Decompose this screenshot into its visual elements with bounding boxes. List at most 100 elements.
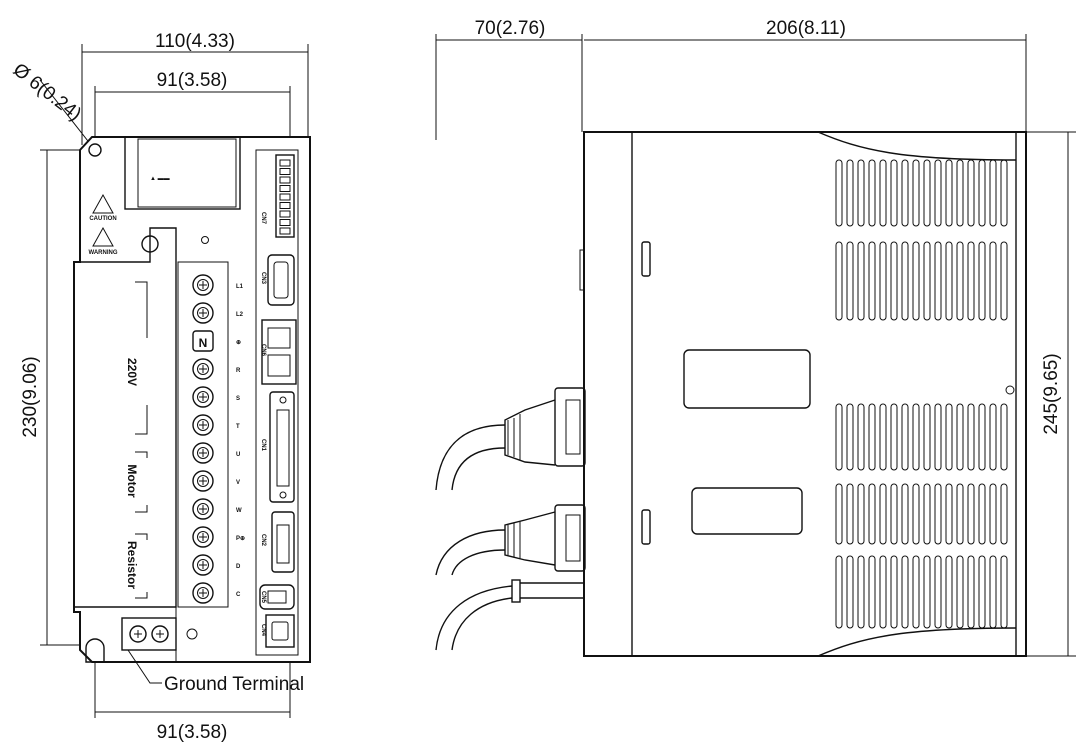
ground-screw-1 bbox=[129, 625, 147, 643]
vent-slot bbox=[912, 555, 920, 629]
side-screw bbox=[1005, 385, 1015, 395]
vent-slot bbox=[923, 159, 931, 227]
vent-slot bbox=[857, 241, 865, 321]
connector-label: CN1 bbox=[260, 439, 266, 452]
cn1-screw-bottom bbox=[279, 491, 287, 499]
side-label-window-1 bbox=[683, 349, 811, 409]
connector-label: CN4 bbox=[260, 624, 266, 637]
vent-slot bbox=[912, 241, 920, 321]
cn5-inner bbox=[267, 590, 287, 604]
terminal-label: T bbox=[236, 424, 240, 430]
cn2-connector bbox=[271, 511, 295, 573]
cable-2 bbox=[435, 504, 586, 576]
vent-slot bbox=[835, 403, 843, 471]
front-view: 110(4.33) 91(3.58) Ø 6(0.24) 230(9.06) bbox=[9, 31, 311, 743]
terminal-label: W bbox=[236, 508, 242, 514]
ground-screw-marks bbox=[134, 630, 164, 638]
resistor-bracket bbox=[135, 533, 148, 599]
cn7-pin bbox=[279, 185, 291, 192]
cable-3-wire-top bbox=[435, 585, 513, 651]
cn7-pin bbox=[279, 227, 291, 235]
rear-heatsink-edge bbox=[1015, 131, 1027, 657]
drive-front-body bbox=[73, 136, 311, 663]
vent-slot bbox=[901, 403, 909, 471]
top-label-area bbox=[124, 136, 241, 210]
cable-2-plug-inner bbox=[565, 514, 581, 562]
vent-slot bbox=[945, 159, 953, 227]
terminal-screw bbox=[192, 386, 214, 408]
logo-plate bbox=[137, 138, 237, 208]
vent-slot bbox=[956, 483, 964, 545]
vent-slot bbox=[879, 241, 887, 321]
vent-slot bbox=[835, 555, 843, 629]
terminal-label: P⊕ bbox=[236, 536, 245, 542]
cn7-pin bbox=[279, 168, 291, 175]
connector-label: CN2 bbox=[260, 534, 266, 547]
terminal-screw-slot bbox=[199, 393, 207, 401]
caution-icon bbox=[92, 193, 114, 214]
vent-slot bbox=[978, 241, 986, 321]
vent-slot bbox=[989, 555, 997, 629]
ground-symbol-icon bbox=[186, 628, 198, 640]
terminal-screw-head bbox=[197, 307, 209, 319]
depth-dimension-label: 206(8.11) bbox=[766, 18, 846, 39]
cable-1-plug bbox=[554, 387, 586, 467]
vent-slot bbox=[890, 555, 898, 629]
terminal-screw bbox=[192, 582, 214, 604]
vent-slot bbox=[857, 483, 865, 545]
terminal-screw bbox=[192, 302, 214, 324]
terminal-n bbox=[192, 330, 214, 352]
top-fin-curve bbox=[817, 131, 1017, 161]
terminal-screw-slot bbox=[199, 561, 207, 569]
mount-slot-bottom bbox=[85, 638, 105, 663]
height-dimension: 230(9.06) bbox=[20, 149, 95, 646]
depth-dimension: 206(8.11) bbox=[584, 18, 1027, 132]
terminal-screw bbox=[192, 442, 214, 464]
terminal-screw-head bbox=[197, 559, 209, 571]
svg-text:WARNING: WARNING bbox=[89, 250, 118, 256]
cn6-ports bbox=[267, 327, 291, 377]
vent-slot bbox=[857, 555, 865, 629]
mount-width-top-label: 91(3.58) bbox=[157, 70, 228, 91]
cn7-connector bbox=[275, 154, 295, 238]
ground-screw-2 bbox=[151, 625, 169, 643]
vent-slot bbox=[1000, 403, 1008, 471]
width-dimension: 110(4.33) bbox=[81, 31, 309, 145]
terminal-screw-head bbox=[197, 503, 209, 515]
cn7-pin bbox=[279, 193, 291, 201]
vent-slot bbox=[846, 555, 854, 629]
vent-slot bbox=[956, 241, 964, 321]
vent-slot bbox=[989, 159, 997, 227]
vent-slot bbox=[967, 483, 975, 545]
cable-3-wire-bottom bbox=[451, 597, 513, 651]
terminal-screw bbox=[192, 526, 214, 548]
side-label-window-2 bbox=[691, 487, 803, 535]
cn6-connector bbox=[261, 319, 297, 385]
terminal-screw-slot bbox=[199, 309, 207, 317]
cable-depth-label: 70(2.76) bbox=[475, 18, 546, 39]
vent-slot bbox=[868, 403, 876, 471]
cable-1-wire-top bbox=[435, 424, 506, 491]
vent-slot bbox=[857, 159, 865, 227]
vent-slot bbox=[934, 403, 942, 471]
led-indicator bbox=[201, 236, 209, 244]
connector-label: CN6 bbox=[260, 344, 266, 357]
vent-slot bbox=[868, 241, 876, 321]
terminal-screw bbox=[192, 358, 214, 380]
svg-text:CAUTION: CAUTION bbox=[89, 216, 116, 222]
vent-slot bbox=[835, 241, 843, 321]
latch-top bbox=[641, 241, 651, 277]
mount-hole-top bbox=[88, 143, 102, 157]
vent-slot bbox=[945, 483, 953, 545]
terminal-screw-slot bbox=[199, 365, 207, 373]
cn1-screw-top bbox=[279, 396, 287, 404]
terminal-label: V bbox=[236, 480, 240, 486]
power-label: 220V bbox=[125, 358, 139, 386]
vent-slot bbox=[989, 483, 997, 545]
vent-slot bbox=[956, 555, 964, 629]
vent-slot bbox=[945, 403, 953, 471]
connector-label: CN5 bbox=[260, 591, 266, 604]
